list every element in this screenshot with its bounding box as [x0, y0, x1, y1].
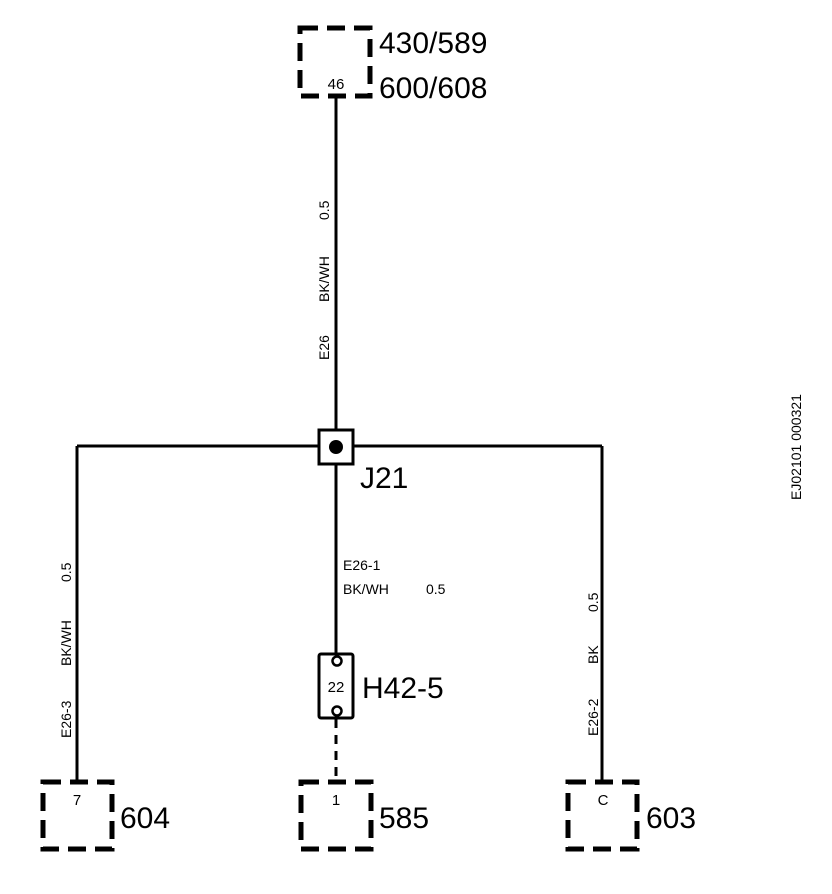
center-connector-box [298, 779, 374, 852]
right-connector-pin: C [598, 792, 609, 809]
top-connector-pin: 46 [328, 76, 345, 93]
left-connector-ref: 604 [120, 802, 170, 835]
left-connector: 7 604 [40, 779, 170, 852]
right-wire-size: 0.5 [585, 592, 601, 612]
inline-connector-pin-bottom [331, 705, 343, 717]
right-connector-ref: 603 [646, 802, 696, 835]
left-wire-circuit: E26-3 [58, 700, 74, 738]
top-connector-ref-2: 600/608 [379, 72, 487, 105]
inline-connector-pin: 22 [328, 679, 345, 696]
top-wire-labels: E26 BK/WH 0.5 [316, 200, 332, 360]
diagram-id: EJ02101 000321 [788, 394, 804, 500]
top-wire-size: 0.5 [316, 200, 332, 220]
top-connector: 46 430/589 600/608 [297, 25, 487, 105]
left-connector-box [40, 779, 115, 852]
center-connector-pin: 1 [332, 792, 340, 809]
inline-connector-h42-5: 22 H42-5 [317, 652, 444, 720]
center-connector: 1 585 [298, 779, 429, 852]
inline-connector-pin-top [331, 655, 343, 667]
inline-connector-label: H42-5 [362, 672, 444, 705]
center-wire-circuit: E26-1 [343, 557, 381, 573]
center-wire-color: BK/WH [343, 581, 389, 597]
center-wire-size: 0.5 [426, 581, 446, 597]
left-connector-pin: 7 [73, 792, 81, 809]
splice-j21: J21 [317, 428, 408, 495]
left-wire-color: BK/WH [58, 620, 74, 666]
right-connector: C 603 [565, 779, 696, 852]
top-wire-color: BK/WH [316, 256, 332, 302]
right-wire-labels: E26-2 BK 0.5 [585, 592, 601, 736]
splice-dot [329, 440, 343, 454]
right-connector-box [565, 779, 640, 852]
top-wire-circuit: E26 [316, 335, 332, 360]
center-connector-ref: 585 [379, 802, 429, 835]
right-wire-color: BK [585, 645, 601, 664]
top-connector-ref-1: 430/589 [379, 27, 487, 60]
right-wire-circuit: E26-2 [585, 698, 601, 736]
diagram-id-group: EJ02101 000321 [788, 394, 804, 500]
inline-connector-body [317, 652, 355, 720]
left-wire-labels: E26-3 BK/WH 0.5 [58, 562, 74, 738]
splice-label: J21 [360, 462, 408, 495]
left-wire-size: 0.5 [58, 562, 74, 582]
